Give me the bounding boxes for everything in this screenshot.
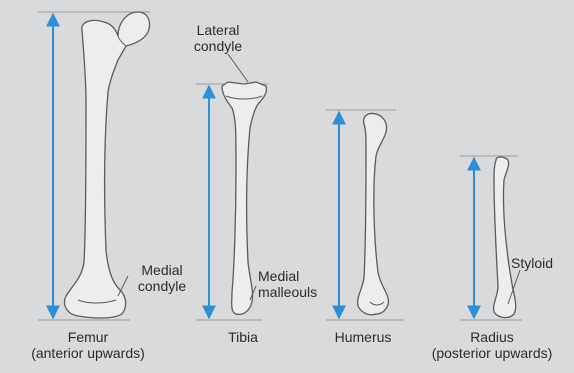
radius-note: (posterior upwards): [432, 345, 553, 361]
radius-group: [460, 156, 522, 320]
medial-condyle-label: Medial condyle: [138, 262, 186, 294]
radius-bone: [494, 157, 516, 318]
styloid-label: Styloid: [511, 255, 553, 271]
tibia-caption: Tibia: [228, 329, 258, 345]
humerus-caption: Humerus: [335, 329, 392, 345]
femur-caption: Femur (anterior upwards): [31, 329, 145, 361]
radius-name: Radius: [432, 329, 553, 345]
medial-malleolus-line1: Medial: [258, 268, 317, 284]
femur-name: Femur: [31, 329, 145, 345]
medial-malleolus-line2: malleouls: [258, 284, 317, 300]
tibia-name: Tibia: [228, 329, 258, 345]
humerus-group: [326, 110, 404, 320]
radius-caption: Radius (posterior upwards): [432, 329, 553, 361]
humerus-bone: [358, 113, 389, 314]
femur-note: (anterior upwards): [31, 345, 145, 361]
lateral-condyle-label: Lateral condyle: [194, 22, 242, 54]
lateral-condyle-line2: condyle: [194, 38, 242, 54]
medial-condyle-line2: condyle: [138, 278, 186, 294]
humerus-name: Humerus: [335, 329, 392, 345]
femur-bone: [65, 12, 150, 318]
femur-group: [38, 12, 150, 320]
medial-condyle-line1: Medial: [138, 262, 186, 278]
lateral-condyle-line1: Lateral: [194, 22, 242, 38]
medial-malleolus-label: Medial malleouls: [258, 268, 317, 300]
lateral-condyle-pointer: [228, 54, 248, 82]
